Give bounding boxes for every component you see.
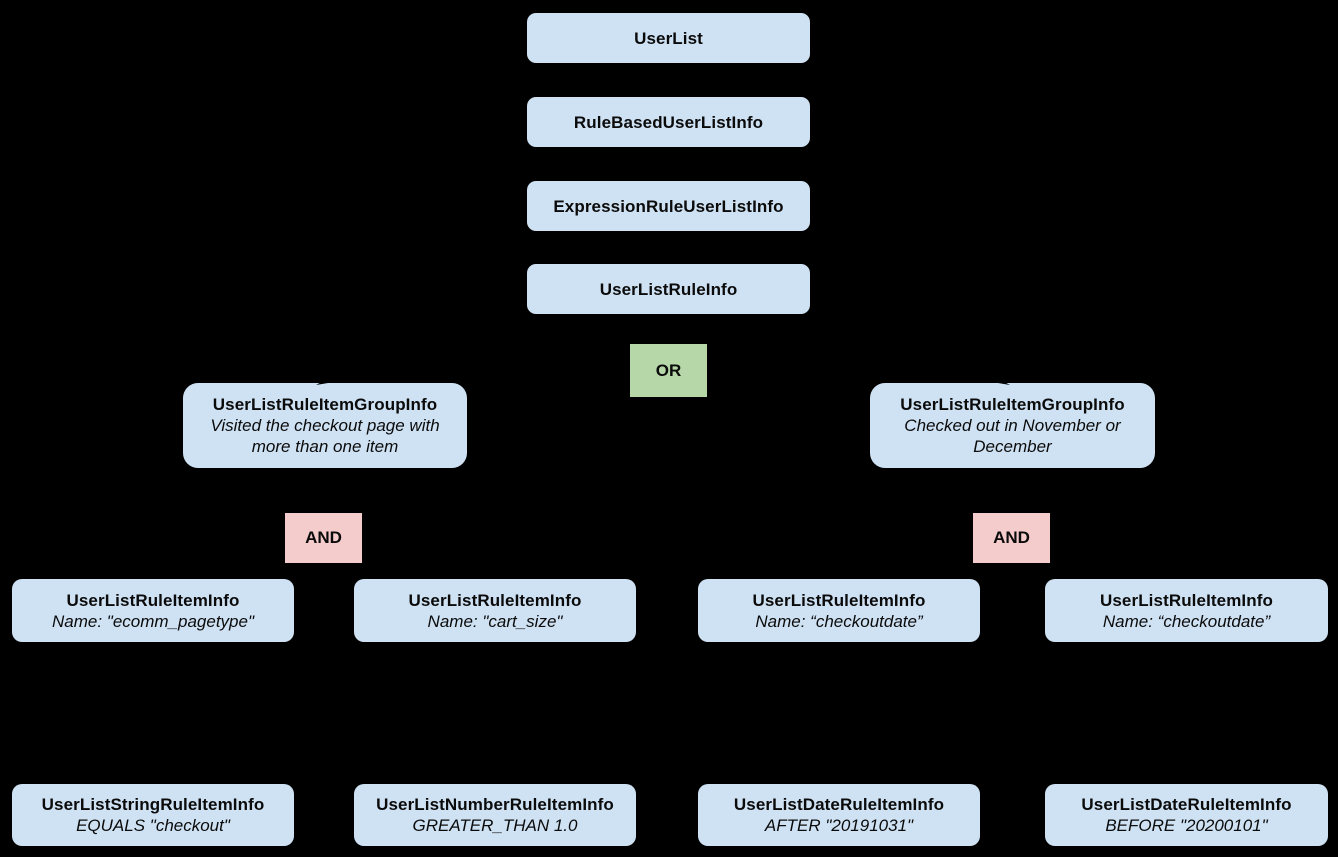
node-subtitle: BEFORE "20200101" bbox=[1105, 816, 1268, 835]
node-group-left: UserListRuleItemGroupInfo Visited the ch… bbox=[183, 383, 467, 468]
node-title: UserListRuleItemGroupInfo bbox=[900, 395, 1125, 414]
node-ruleitem-ecomm-pagetype: UserListRuleItemInfo Name: "ecomm_pagety… bbox=[12, 579, 294, 642]
node-title: UserListRuleItemInfo bbox=[408, 590, 582, 610]
node-rulebaseduserlistinfo: RuleBasedUserListInfo bbox=[527, 97, 810, 147]
and-operator-left: AND bbox=[285, 513, 362, 563]
node-title: UserListRuleInfo bbox=[599, 279, 738, 299]
node-subtitle: EQUALS "checkout" bbox=[76, 816, 230, 835]
node-title: UserListDateRuleItemInfo bbox=[733, 795, 945, 814]
node-ruleitem-checkoutdate-2: UserListRuleItemInfo Name: “checkoutdate… bbox=[1045, 579, 1328, 642]
node-title: UserListStringRuleItemInfo bbox=[41, 795, 265, 814]
node-subtitle: AFTER "20191031" bbox=[764, 816, 914, 835]
node-userlistruleinfo: UserListRuleInfo bbox=[527, 264, 810, 314]
node-stringruleitem: UserListStringRuleItemInfo EQUALS "check… bbox=[12, 784, 294, 846]
and-label: AND bbox=[993, 528, 1030, 547]
node-title: UserListRuleItemGroupInfo bbox=[212, 395, 438, 414]
node-title: RuleBasedUserListInfo bbox=[573, 112, 764, 132]
node-userlist: UserList bbox=[527, 13, 810, 63]
node-subtitle: Checked out in November or December bbox=[904, 416, 1121, 456]
node-title: ExpressionRuleUserListInfo bbox=[553, 196, 784, 216]
node-group-right: UserListRuleItemGroupInfo Checked out in… bbox=[870, 383, 1155, 468]
node-ruleitem-cart-size: UserListRuleItemInfo Name: "cart_size" bbox=[354, 579, 636, 642]
node-title: UserList bbox=[634, 28, 703, 48]
node-subtitle: Name: “checkoutdate” bbox=[1102, 611, 1271, 631]
node-numberruleitem: UserListNumberRuleItemInfo GREATER_THAN … bbox=[354, 784, 636, 846]
node-title: UserListRuleItemInfo bbox=[66, 590, 240, 610]
node-subtitle: GREATER_THAN 1.0 bbox=[412, 816, 578, 835]
node-dateruleitem-before: UserListDateRuleItemInfo BEFORE "2020010… bbox=[1045, 784, 1328, 846]
node-title: UserListDateRuleItemInfo bbox=[1081, 795, 1292, 814]
and-operator-right: AND bbox=[973, 513, 1050, 563]
node-subtitle: Name: "cart_size" bbox=[427, 611, 563, 631]
node-subtitle: Name: “checkoutdate” bbox=[755, 611, 923, 631]
node-subtitle: Visited the checkout page with more than… bbox=[210, 416, 440, 456]
node-title: UserListRuleItemInfo bbox=[752, 590, 926, 610]
node-title: UserListRuleItemInfo bbox=[1100, 590, 1273, 610]
node-title: UserListNumberRuleItemInfo bbox=[376, 795, 614, 814]
node-expressionruleuserlistinfo: ExpressionRuleUserListInfo bbox=[527, 181, 810, 231]
node-dateruleitem-after: UserListDateRuleItemInfo AFTER "20191031… bbox=[698, 784, 980, 846]
and-label: AND bbox=[305, 528, 342, 547]
node-subtitle: Name: "ecomm_pagetype" bbox=[52, 611, 254, 631]
or-label: OR bbox=[655, 360, 682, 380]
node-ruleitem-checkoutdate-1: UserListRuleItemInfo Name: “checkoutdate… bbox=[698, 579, 980, 642]
or-operator-box: OR bbox=[630, 344, 707, 397]
